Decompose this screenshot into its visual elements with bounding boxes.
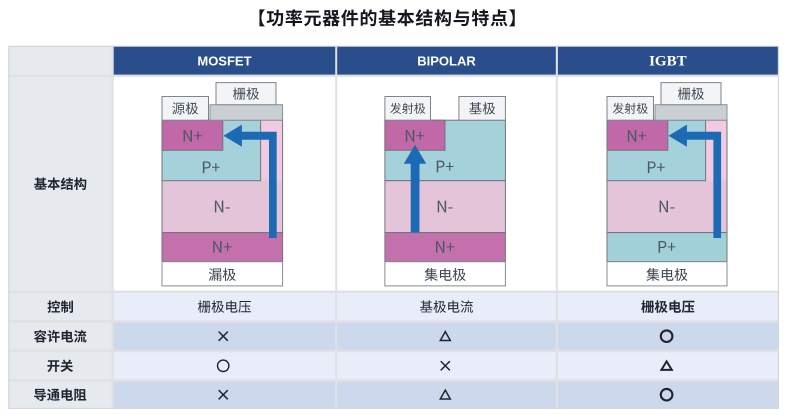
svg-text:MOSFET: MOSFET (197, 53, 251, 68)
svg-text:BIPOLAR: BIPOLAR (417, 53, 476, 68)
svg-text:IGBT: IGBT (649, 54, 687, 70)
